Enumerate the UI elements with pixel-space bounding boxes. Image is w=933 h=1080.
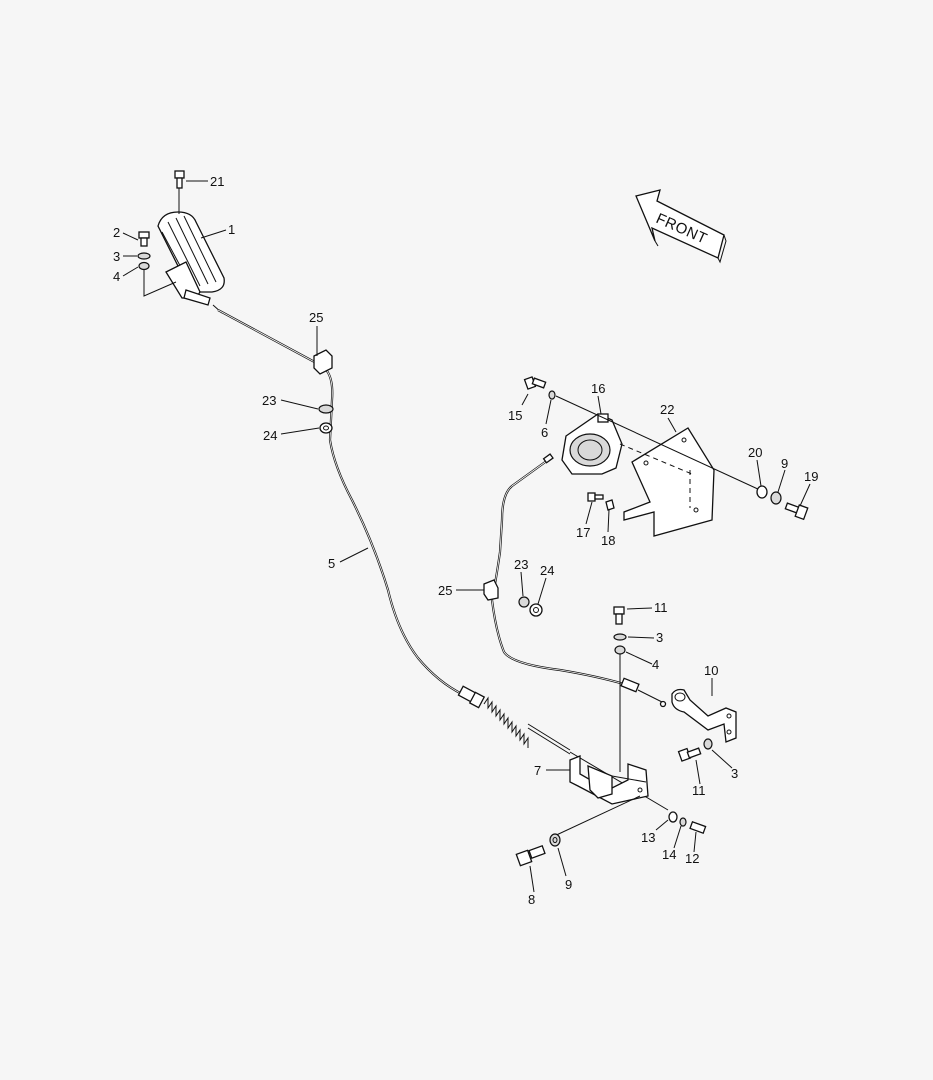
callout-21: 21 bbox=[210, 174, 224, 189]
washer-6 bbox=[548, 390, 556, 400]
bolt-17 bbox=[587, 492, 604, 502]
callout-12: 12 bbox=[685, 851, 699, 866]
nut-20 bbox=[756, 485, 768, 499]
callout-2: 2 bbox=[113, 225, 120, 240]
callout-13: 13 bbox=[641, 830, 655, 845]
callout-10: 10 bbox=[704, 663, 718, 678]
callout-8: 8 bbox=[528, 892, 535, 907]
callout-16: 16 bbox=[591, 381, 605, 396]
callout-3-lower: 3 bbox=[731, 766, 738, 781]
nut-13 bbox=[668, 811, 678, 823]
stud-12 bbox=[689, 820, 707, 834]
bolt-15 bbox=[523, 376, 547, 390]
callout-24-lower: 24 bbox=[540, 563, 554, 578]
washer-14 bbox=[679, 817, 687, 827]
washer-3-lower bbox=[703, 738, 713, 750]
control-cable bbox=[490, 453, 667, 708]
callout-18: 18 bbox=[601, 533, 615, 548]
bracket-7 bbox=[569, 755, 649, 805]
washer-23-lower bbox=[518, 596, 530, 608]
washer-4-middle bbox=[614, 645, 626, 655]
callout-4: 4 bbox=[113, 269, 120, 284]
callout-24: 24 bbox=[263, 428, 277, 443]
nut-24-upper bbox=[319, 422, 333, 434]
callout-9: 9 bbox=[781, 456, 788, 471]
nut-24-lower bbox=[529, 603, 543, 617]
throttle-control-16 bbox=[561, 413, 623, 475]
callout-7: 7 bbox=[534, 763, 541, 778]
washer-3-middle bbox=[613, 633, 627, 641]
cable-clip-25-lower bbox=[483, 579, 499, 601]
throttle-cable-5 bbox=[217, 309, 669, 811]
bolt-21 bbox=[174, 170, 185, 214]
front-direction-arrow: FRONT bbox=[635, 189, 727, 264]
accelerator-pedal bbox=[157, 211, 225, 314]
callout-11-lower: 11 bbox=[692, 783, 706, 798]
bolt-11-upper bbox=[613, 606, 625, 625]
callout-3-middle: 3 bbox=[656, 630, 663, 645]
callout-9-lower: 9 bbox=[565, 877, 572, 892]
washer-9-lower bbox=[549, 833, 561, 847]
callout-22: 22 bbox=[660, 402, 674, 417]
washer-9-upper bbox=[770, 491, 782, 505]
callout-19: 19 bbox=[804, 469, 818, 484]
bolt-2 bbox=[138, 231, 150, 247]
callout-17: 17 bbox=[576, 525, 590, 540]
callout-3: 3 bbox=[113, 249, 120, 264]
callout-15: 15 bbox=[508, 408, 522, 423]
callout-25: 25 bbox=[309, 310, 323, 325]
clip-18 bbox=[605, 499, 615, 511]
lever-10 bbox=[671, 688, 737, 743]
callout-23-lower: 23 bbox=[514, 557, 528, 572]
washer-3 bbox=[137, 252, 151, 260]
leader-lines bbox=[122, 180, 811, 893]
callout-1: 1 bbox=[228, 222, 235, 237]
bolt-8 bbox=[515, 845, 546, 867]
washer-4 bbox=[138, 261, 150, 271]
callout-5: 5 bbox=[328, 556, 335, 571]
callout-4-middle: 4 bbox=[652, 657, 659, 672]
callout-11: 11 bbox=[654, 600, 668, 615]
callout-25-lower: 25 bbox=[438, 583, 452, 598]
callout-20: 20 bbox=[748, 445, 762, 460]
bolt-19 bbox=[784, 502, 809, 521]
bracket-22 bbox=[623, 427, 715, 537]
bolt-11-lower bbox=[677, 747, 702, 762]
washer-23-upper bbox=[318, 404, 334, 414]
callout-23: 23 bbox=[262, 393, 276, 408]
callout-6: 6 bbox=[541, 425, 548, 440]
cable-clip-25-upper bbox=[313, 349, 333, 375]
callout-14: 14 bbox=[662, 847, 676, 862]
callout-labels: 21 1 2 3 4 25 23 24 5 16 15 6 22 20 9 19… bbox=[113, 174, 818, 907]
